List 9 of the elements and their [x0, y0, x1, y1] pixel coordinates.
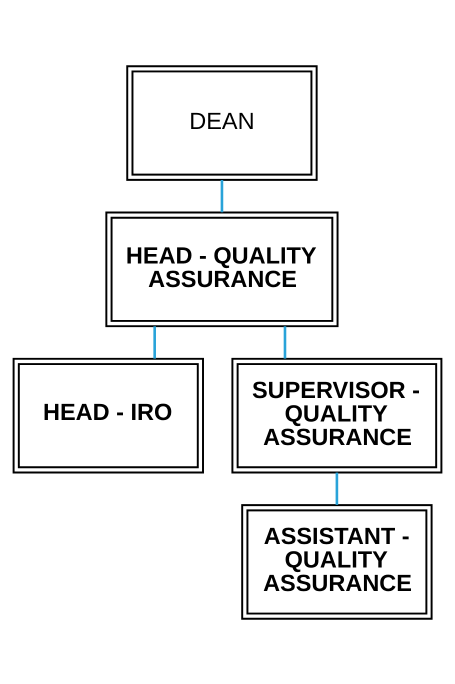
- node-box: ASSISTANT - QUALITY ASSURANCE: [241, 504, 433, 620]
- node-box: HEAD - QUALITY ASSURANCE: [105, 211, 339, 327]
- node-box: HEAD - IRO: [12, 357, 204, 473]
- connector: [220, 180, 224, 212]
- node-box: DEAN: [126, 64, 318, 180]
- connector: [336, 472, 338, 504]
- connector: [284, 326, 286, 358]
- connector: [153, 326, 156, 358]
- node-box: SUPERVISOR - QUALITY ASSURANCE: [231, 357, 442, 473]
